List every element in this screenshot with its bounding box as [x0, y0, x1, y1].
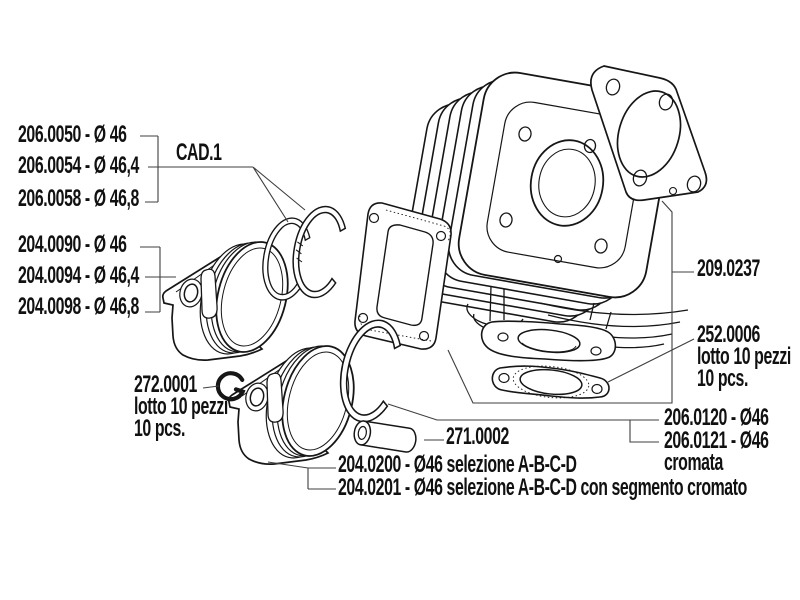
- piston-ring-large-drawing: [285, 201, 350, 302]
- leader-piston-kits: [267, 461, 336, 490]
- label-exhaust-gasket-note-it: lotto 10 pezzi: [697, 343, 791, 370]
- gasket-hole: [591, 383, 603, 395]
- gasket-hole: [658, 93, 674, 111]
- label-piston-kit-204-0200: 204.0200 - Ø46 selezione A-B-C-D: [338, 451, 577, 478]
- label-ring-206-0054: 206.0054 - Ø 46,4: [18, 152, 139, 179]
- leader-rings-46: [387, 403, 659, 443]
- label-ring-206-0121: 206.0121 - Ø46: [664, 427, 769, 454]
- label-pin: 271.0002: [446, 423, 509, 450]
- label-circlip-note-en: 10 pcs.: [134, 415, 185, 442]
- base-gasket-opening: [376, 224, 434, 327]
- leader-pistons-top: [140, 246, 176, 313]
- label-ring-206-0058: 206.0058 - Ø 46,8: [18, 185, 139, 212]
- head-gasket-drawing: [590, 65, 708, 202]
- gasket-hole: [605, 78, 621, 96]
- gasket-hole: [632, 169, 648, 187]
- flange-hole: [590, 346, 602, 356]
- cylinder-bore: [529, 139, 605, 227]
- label-cad1: CAD.1: [176, 139, 222, 166]
- label-piston-204-0090: 204.0090 - Ø 46: [18, 231, 127, 258]
- label-exhaust-gasket-part: 252.0006: [697, 321, 760, 348]
- circlip-drawing: [215, 371, 246, 402]
- exhaust-gasket-texture: [512, 365, 590, 399]
- head-gasket-opening: [616, 90, 682, 178]
- gasket-hole: [357, 312, 369, 324]
- cylinder-lower-fins: [539, 302, 689, 349]
- label-exhaust-gasket-note-en: 10 pcs.: [697, 365, 748, 392]
- base-gasket-drawing: [354, 202, 452, 350]
- gasket-hole: [368, 212, 380, 224]
- dowel-hole: [553, 254, 563, 264]
- gasket-hole: [435, 230, 447, 242]
- exhaust-port-inner: [521, 342, 577, 353]
- label-ring-cromata: cromata: [664, 449, 723, 476]
- stud-hole: [499, 212, 513, 228]
- exhaust-flange: [480, 320, 617, 362]
- label-gasket-set: 209.0237: [697, 255, 760, 282]
- gasket-small-hole: [668, 186, 678, 196]
- label-piston-204-0098: 204.0098 - Ø 46,8: [18, 293, 139, 320]
- label-ring-206-0120: 206.0120 - Ø46: [664, 404, 769, 431]
- flange-hole: [497, 332, 509, 342]
- gasket-hole: [686, 175, 702, 193]
- leader-gasket-set: [447, 200, 694, 404]
- stud-hole: [583, 138, 597, 154]
- cylinder-bore-inner: [538, 148, 596, 218]
- label-circlip-part: 272.0001: [134, 371, 197, 398]
- leader-lines: [140, 135, 695, 490]
- exhaust-gasket-opening: [519, 368, 583, 396]
- gasket-hole: [418, 330, 430, 342]
- stud-hole: [518, 126, 532, 142]
- label-piston-204-0094: 204.0094 - Ø 46,4: [18, 262, 139, 289]
- stud-hole: [594, 238, 608, 254]
- wrist-pin-drawing: [353, 420, 417, 453]
- leader-exhaust-gasket: [607, 338, 695, 383]
- gasket-hole: [498, 372, 510, 384]
- base-gasket-texture: [359, 209, 451, 342]
- leader-circlip: [202, 385, 220, 389]
- leader-rings-top: [140, 135, 306, 223]
- exhaust-gasket-drawing: [491, 365, 610, 399]
- exhaust-neck: [489, 285, 612, 330]
- label-ring-206-0050: 206.0050 - Ø 46: [18, 121, 127, 148]
- label-piston-kit-204-0201: 204.0201 - Ø46 selezione A-B-C-D con seg…: [338, 474, 747, 501]
- label-circlip-note-it: lotto 10 pezzi: [134, 393, 228, 420]
